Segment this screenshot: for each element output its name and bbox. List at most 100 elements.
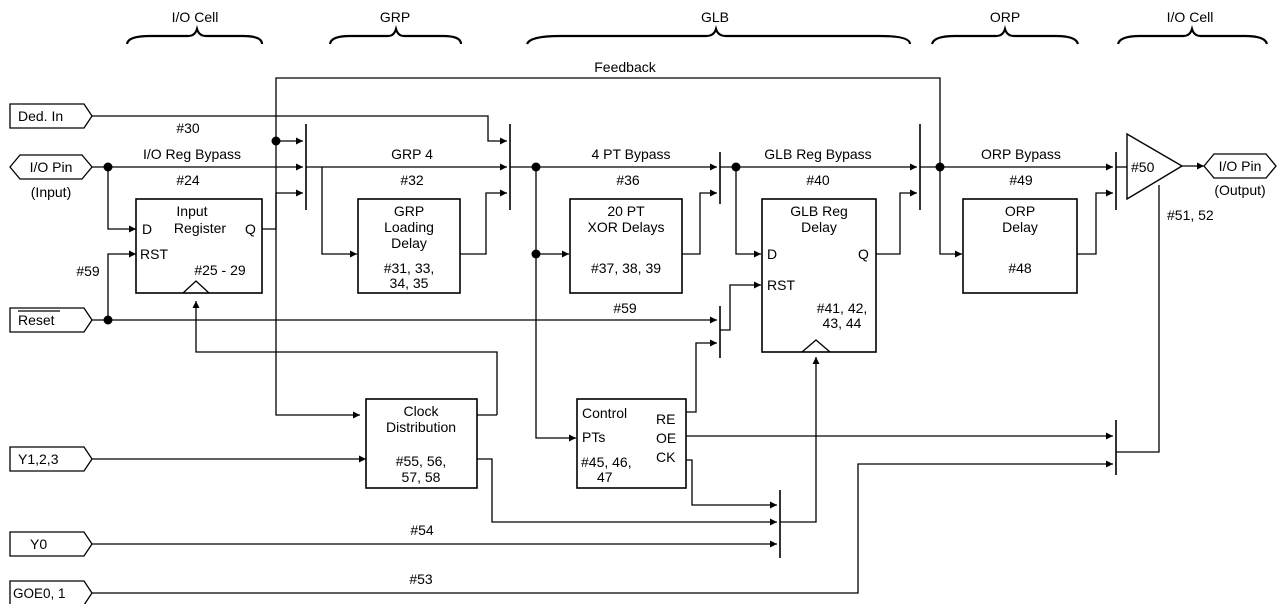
section-orp: ORP xyxy=(990,9,1020,25)
io-pin-output xyxy=(1203,153,1277,179)
orp-d1: #48 xyxy=(1008,260,1032,276)
feedback-label: Feedback xyxy=(594,59,656,75)
glb-reg-rst: RST xyxy=(767,277,795,293)
label-49: #49 xyxy=(1009,172,1033,188)
y123-label: Y1,2,3 xyxy=(18,451,59,467)
y0-pin xyxy=(9,531,93,557)
output-buffer-delay: #51, 52 xyxy=(1167,207,1214,223)
glb-to-reg-d xyxy=(735,167,761,258)
input-register-title2: Register xyxy=(174,220,226,236)
input-register-d: D xyxy=(142,221,152,237)
glb-reg-d2: 43, 44 xyxy=(823,315,862,331)
glb-reg-clock-triangle xyxy=(801,339,831,353)
grp-loading-d1: #31, 33, xyxy=(384,260,435,276)
rst-mux-out xyxy=(720,281,761,331)
control-re: RE xyxy=(656,411,675,427)
brace-io-cell-right xyxy=(1116,25,1269,45)
xor-d1: #37, 38, 39 xyxy=(591,260,661,276)
grp-loading-l3: Delay xyxy=(391,235,427,251)
glb-section: 4 PT Bypass #36 20 PT XOR Delays #37, 38… xyxy=(510,124,1113,558)
glb-reg-l2: Delay xyxy=(801,219,837,235)
grp-loading-l1: GRP xyxy=(394,203,424,219)
grp-loading-out xyxy=(460,189,507,255)
input-register-q: Q xyxy=(245,221,256,237)
orp-l1: ORP xyxy=(1005,203,1035,219)
xor-delays-block xyxy=(569,198,683,294)
glb-reg-q: Q xyxy=(858,246,869,262)
orp-to-delay xyxy=(939,167,962,258)
glb-reg-d1: #41, 42, xyxy=(817,300,868,316)
label-24: #24 xyxy=(176,172,200,188)
glb-reg-q-out xyxy=(876,189,917,255)
label-40: #40 xyxy=(806,172,830,188)
section-io-cell-right: I/O Cell xyxy=(1167,9,1214,25)
clock-l1: Clock xyxy=(403,403,439,419)
ck-wire xyxy=(686,459,777,509)
control-d2: 47 xyxy=(597,469,613,485)
ded-in-pin xyxy=(9,103,93,129)
orp-delay-block xyxy=(962,198,1078,294)
clock-distribution-section: Clock Distribution #55, 56, 57, 58 xyxy=(365,398,777,526)
grp-loading-l2: Loading xyxy=(384,219,434,235)
re-to-rst-mux xyxy=(686,339,717,413)
reset-to-rst xyxy=(107,250,136,320)
section-headers: I/O Cell GRP GLB ORP I/O Cell xyxy=(125,9,1269,45)
input-register-q-wire xyxy=(262,189,303,230)
orp-delay-out xyxy=(1077,189,1113,255)
grp-loading-d2: 34, 35 xyxy=(390,275,429,291)
clock-l2: Distribution xyxy=(386,419,456,435)
grp-loading-delay-block xyxy=(357,198,461,294)
control-d1: #45, 46, xyxy=(581,454,632,470)
control-pts-block xyxy=(576,398,687,489)
y0-label: Y0 xyxy=(30,536,47,552)
output-buffer-label: #50 xyxy=(1131,159,1155,175)
goe-wire xyxy=(92,460,1113,594)
glb-reg-d: D xyxy=(767,246,777,262)
label-io-reg-bypass: I/O Reg Bypass xyxy=(143,146,241,162)
control-ck: CK xyxy=(656,449,676,465)
label-36: #36 xyxy=(616,172,640,188)
label-32: #32 xyxy=(400,172,424,188)
clock-d2: 57, 58 xyxy=(402,469,441,485)
label-54: #54 xyxy=(410,522,434,538)
label-53: #53 xyxy=(409,571,433,587)
glb-reg-block xyxy=(761,198,877,353)
goe-pin xyxy=(9,580,93,604)
label-orp-bypass: ORP Bypass xyxy=(981,146,1061,162)
grp-section: GRP 4 #32 GRP Loading Delay #31, 33, 34,… xyxy=(306,124,511,294)
reset-label: Reset xyxy=(18,312,55,328)
io-cell-input-section: #30 I/O Reg Bypass #24 #59 #59 Input Reg… xyxy=(76,120,717,415)
feedback-junction xyxy=(271,136,281,146)
label-59-mid: #59 xyxy=(613,300,637,316)
section-glb: GLB xyxy=(701,9,729,25)
input-pins: Ded. In I/O Pin (Input) Reset Y1,2,3 Y0 … xyxy=(9,103,1113,604)
io-pin-input-sub: (Input) xyxy=(31,184,71,200)
brace-glb xyxy=(525,25,912,45)
label-59-left: #59 xyxy=(76,263,100,279)
label-glb-reg-bypass: GLB Reg Bypass xyxy=(764,146,871,162)
glb-reg-l1: GLB Reg xyxy=(790,203,848,219)
input-register-rst: RST xyxy=(140,246,168,262)
brace-io-cell-left xyxy=(125,25,264,45)
clock-mux-out xyxy=(780,357,820,523)
io-pin-to-d xyxy=(107,167,136,233)
clock-d1: #55, 56, xyxy=(396,453,447,469)
ded-in-label: Ded. In xyxy=(18,108,63,124)
orp-l2: Delay xyxy=(1002,219,1038,235)
orp-output-section: ORP Bypass #49 ORP Delay #48 #50 #51, 52… xyxy=(920,132,1277,475)
y123-pin xyxy=(9,446,93,472)
xor-out xyxy=(682,189,717,255)
ded-in-wire xyxy=(92,115,507,145)
feedback-path: Feedback xyxy=(271,59,941,419)
label-30: #30 xyxy=(176,120,200,136)
io-pin-output-sub: (Output) xyxy=(1214,182,1265,198)
input-register-delay: #25 - 29 xyxy=(194,262,246,278)
io-pin-input-label: I/O Pin xyxy=(30,159,73,175)
section-grp: GRP xyxy=(380,9,410,25)
label-grp4: GRP 4 xyxy=(391,146,433,162)
feedback-wire xyxy=(275,77,941,419)
brace-orp xyxy=(930,25,1080,45)
io-pin-output-label: I/O Pin xyxy=(1219,158,1262,174)
xor-l2: XOR Delays xyxy=(587,219,664,235)
